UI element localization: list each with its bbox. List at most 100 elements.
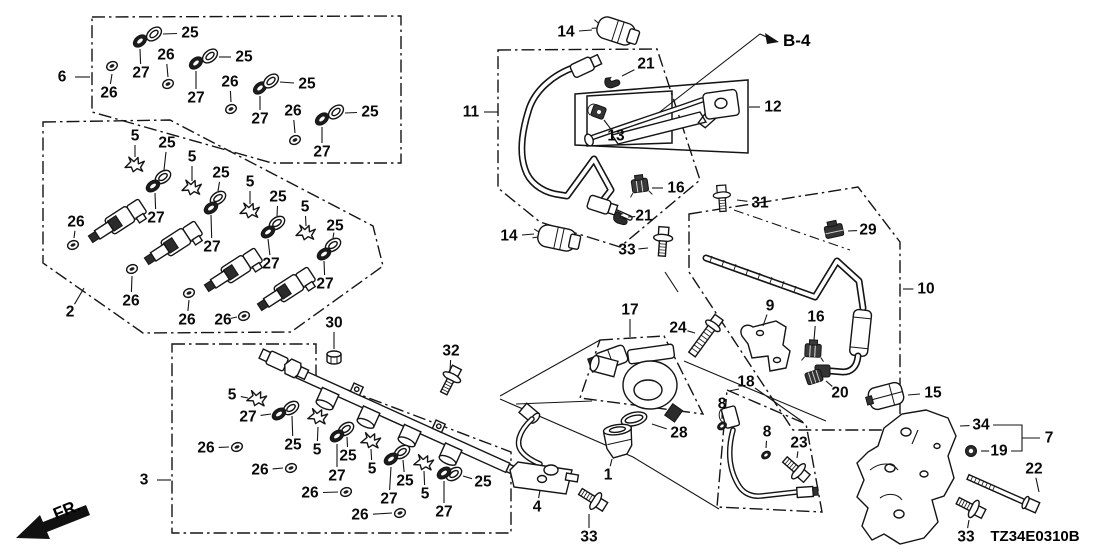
fuel-rail-part [295, 367, 525, 479]
callout-leader [907, 393, 921, 396]
callout-leader [370, 448, 373, 461]
part-callout-27: 27 [313, 144, 330, 161]
hose-clamp-part [800, 338, 826, 363]
callout-leader [166, 63, 169, 78]
o-ring-part [325, 101, 347, 123]
part-callout-5: 5 [368, 461, 377, 478]
part-callout-27: 27 [328, 468, 345, 485]
part-callout-5: 5 [313, 442, 322, 459]
part-callout-27: 27 [147, 210, 164, 227]
part-callout-7: 7 [1045, 430, 1054, 447]
seal-ring-part [104, 59, 120, 73]
part-callout-5: 5 [246, 174, 255, 191]
part-callout-8: 8 [763, 424, 772, 441]
group-box-18 [716, 388, 823, 513]
part-callout-21: 21 [637, 56, 655, 73]
seal-ring-part [124, 262, 140, 276]
rail-nut-part [326, 350, 342, 365]
part-callout-25: 25 [474, 474, 492, 491]
callout-leader [372, 512, 393, 515]
part-callout-11: 11 [463, 104, 480, 121]
part-callout-33: 33 [580, 529, 598, 546]
part-callout-6: 6 [58, 69, 67, 86]
seal-ring-part [65, 238, 81, 252]
part-callout-13: 13 [607, 128, 625, 145]
part-callout-26: 26 [100, 85, 118, 102]
part-callout-5: 5 [188, 149, 197, 166]
callout-leader [260, 413, 272, 416]
seal-ring-part [160, 77, 176, 91]
pulsation-damper-part [589, 12, 642, 50]
part-callout-19: 19 [990, 443, 1008, 460]
part-callout-26: 26 [301, 485, 319, 502]
part-callout-25: 25 [326, 218, 344, 235]
pipe-clamp-part [822, 218, 845, 240]
part-callout-27: 27 [316, 276, 333, 293]
tube-clamp-part [863, 380, 906, 413]
group-box-12 [574, 79, 749, 154]
part-callout-25: 25 [361, 104, 379, 121]
part-callout-14: 14 [500, 228, 518, 245]
pulsation-damper-part [530, 221, 583, 255]
hose-fitting-part [569, 53, 603, 78]
part-callout-23: 23 [790, 435, 808, 452]
fuel-injector-part [140, 219, 207, 273]
callout-leader [291, 415, 294, 437]
part-callout-25: 25 [396, 473, 414, 490]
part-callout-27: 27 [435, 504, 452, 521]
part-callout-27: 27 [203, 239, 220, 256]
part-callout-31: 31 [751, 195, 769, 212]
callout-leader [162, 32, 178, 35]
part-callout-1: 1 [604, 467, 613, 484]
fuel-pipe-bracket-assembly [509, 402, 580, 495]
group-box-3 [171, 343, 512, 534]
part-callout-25: 25 [269, 189, 287, 206]
part-callout-3: 3 [140, 472, 149, 489]
part-callout-5: 5 [228, 387, 237, 404]
callout-leader [304, 215, 307, 227]
part-callout-2: 2 [66, 304, 75, 321]
part-callout-27: 27 [132, 65, 149, 82]
callout-leader [267, 238, 271, 256]
seal-ring-part [287, 133, 303, 147]
part-callout-26: 26 [221, 74, 239, 91]
callout-leader [1035, 477, 1040, 493]
part-callout-25: 25 [339, 448, 357, 465]
callout-leader [74, 287, 85, 305]
callout-leader [293, 119, 296, 134]
pipe-clamp-part [587, 103, 607, 120]
group-box-2 [42, 119, 384, 334]
part-callout-10: 10 [917, 281, 934, 298]
part-callout-27: 27 [187, 90, 204, 107]
seal-ring-part [229, 440, 245, 454]
callout-leader [229, 90, 232, 103]
pipe-bracket-part [740, 320, 791, 372]
pipe-joint-block [697, 88, 740, 129]
fuel-injector-part [84, 197, 151, 251]
section-ref-label: B-4 [783, 31, 811, 50]
callout-leader [423, 470, 426, 486]
part-callout-26: 26 [251, 462, 269, 479]
part-callout-26: 26 [214, 312, 232, 329]
part-callout-9: 9 [766, 298, 775, 315]
parts-artwork [16, 12, 1041, 545]
long-bolt-part [966, 473, 1041, 514]
seal-ring-part [283, 461, 299, 475]
part-callout-26: 26 [157, 47, 175, 64]
callout-leader [603, 119, 612, 130]
part-callout-27: 27 [380, 491, 397, 508]
part-callout-8: 8 [718, 396, 727, 413]
seal-ring-part [392, 506, 408, 520]
callout-leader [163, 151, 167, 171]
callout-leader [139, 48, 142, 65]
callout-leader [521, 233, 535, 236]
return-pipe-assembly [715, 405, 819, 499]
callout-leader [187, 299, 190, 312]
callout-leader [462, 475, 473, 480]
callout-leader [322, 491, 339, 494]
flange-bolt-part [712, 184, 733, 213]
joint-collar-part [602, 423, 633, 459]
pressure-sensor-part [258, 348, 310, 381]
